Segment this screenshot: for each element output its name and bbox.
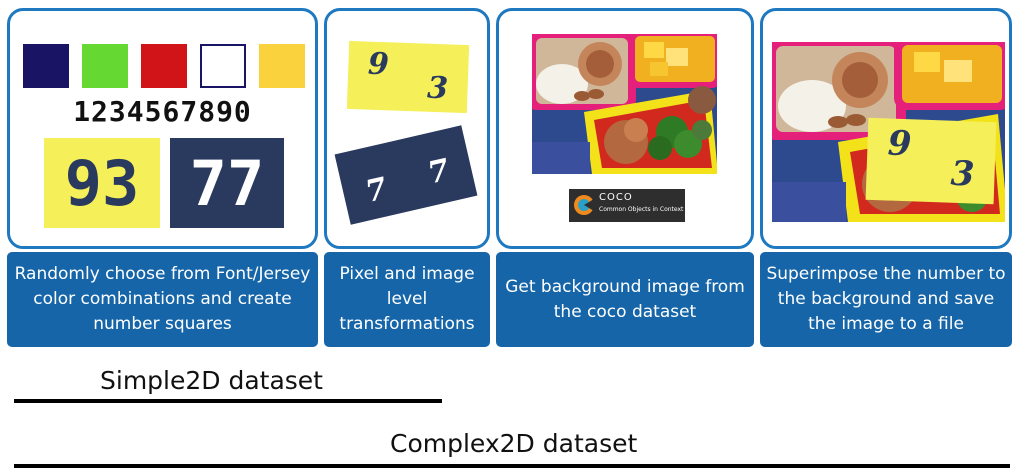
complex2d-divider (14, 464, 1010, 468)
panel-background-image: COCO Common Objects in Context (496, 8, 754, 249)
transformed-number-yellow: 9 3 (346, 40, 470, 114)
color-swatch-green (82, 44, 128, 88)
color-swatch-navy (23, 44, 69, 88)
panel-superimposed: 9 3 (760, 8, 1012, 249)
coco-logo-name: COCO (599, 192, 633, 203)
caption-transformations: Pixel and image level transformations (324, 252, 490, 347)
transformed-number-navy: 7 7 (334, 125, 478, 225)
number-square-navy: 77 (170, 138, 284, 228)
complex2d-dataset-title: Complex2D dataset (390, 429, 638, 458)
transformed-digit: 7 (362, 170, 391, 210)
simple2d-dataset-title: Simple2D dataset (100, 366, 323, 395)
simple2d-divider (14, 399, 442, 403)
superimposed-digit: 3 (950, 153, 976, 195)
coco-logo-tagline: Common Objects in Context (599, 206, 684, 213)
caption-superimposed: Superimpose the number to the background… (760, 252, 1012, 347)
number-square-yellow: 93 (44, 138, 160, 228)
panel-number-squares: 1234567890 93 77 (7, 8, 318, 249)
panel-transformations: 9 3 7 7 (324, 8, 490, 249)
color-swatch-white (200, 44, 246, 88)
coco-logo: COCO Common Objects in Context (569, 189, 685, 222)
digits-row: 1234567890 (73, 95, 252, 128)
coco-logo-icon (574, 195, 594, 215)
transformed-digit: 7 (424, 152, 453, 191)
color-swatch-yellow (259, 44, 305, 88)
transformed-digit: 3 (426, 70, 449, 106)
bento-background-photo (532, 34, 717, 174)
superimposed-number: 9 3 (865, 117, 997, 205)
caption-background-image: Get background image from the coco datas… (496, 252, 754, 347)
transformed-digit: 9 (367, 46, 390, 82)
color-swatch-red (141, 44, 187, 88)
superimposed-digit: 9 (887, 123, 913, 165)
caption-number-squares: Randomly choose from Font/Jersey color c… (7, 252, 318, 347)
